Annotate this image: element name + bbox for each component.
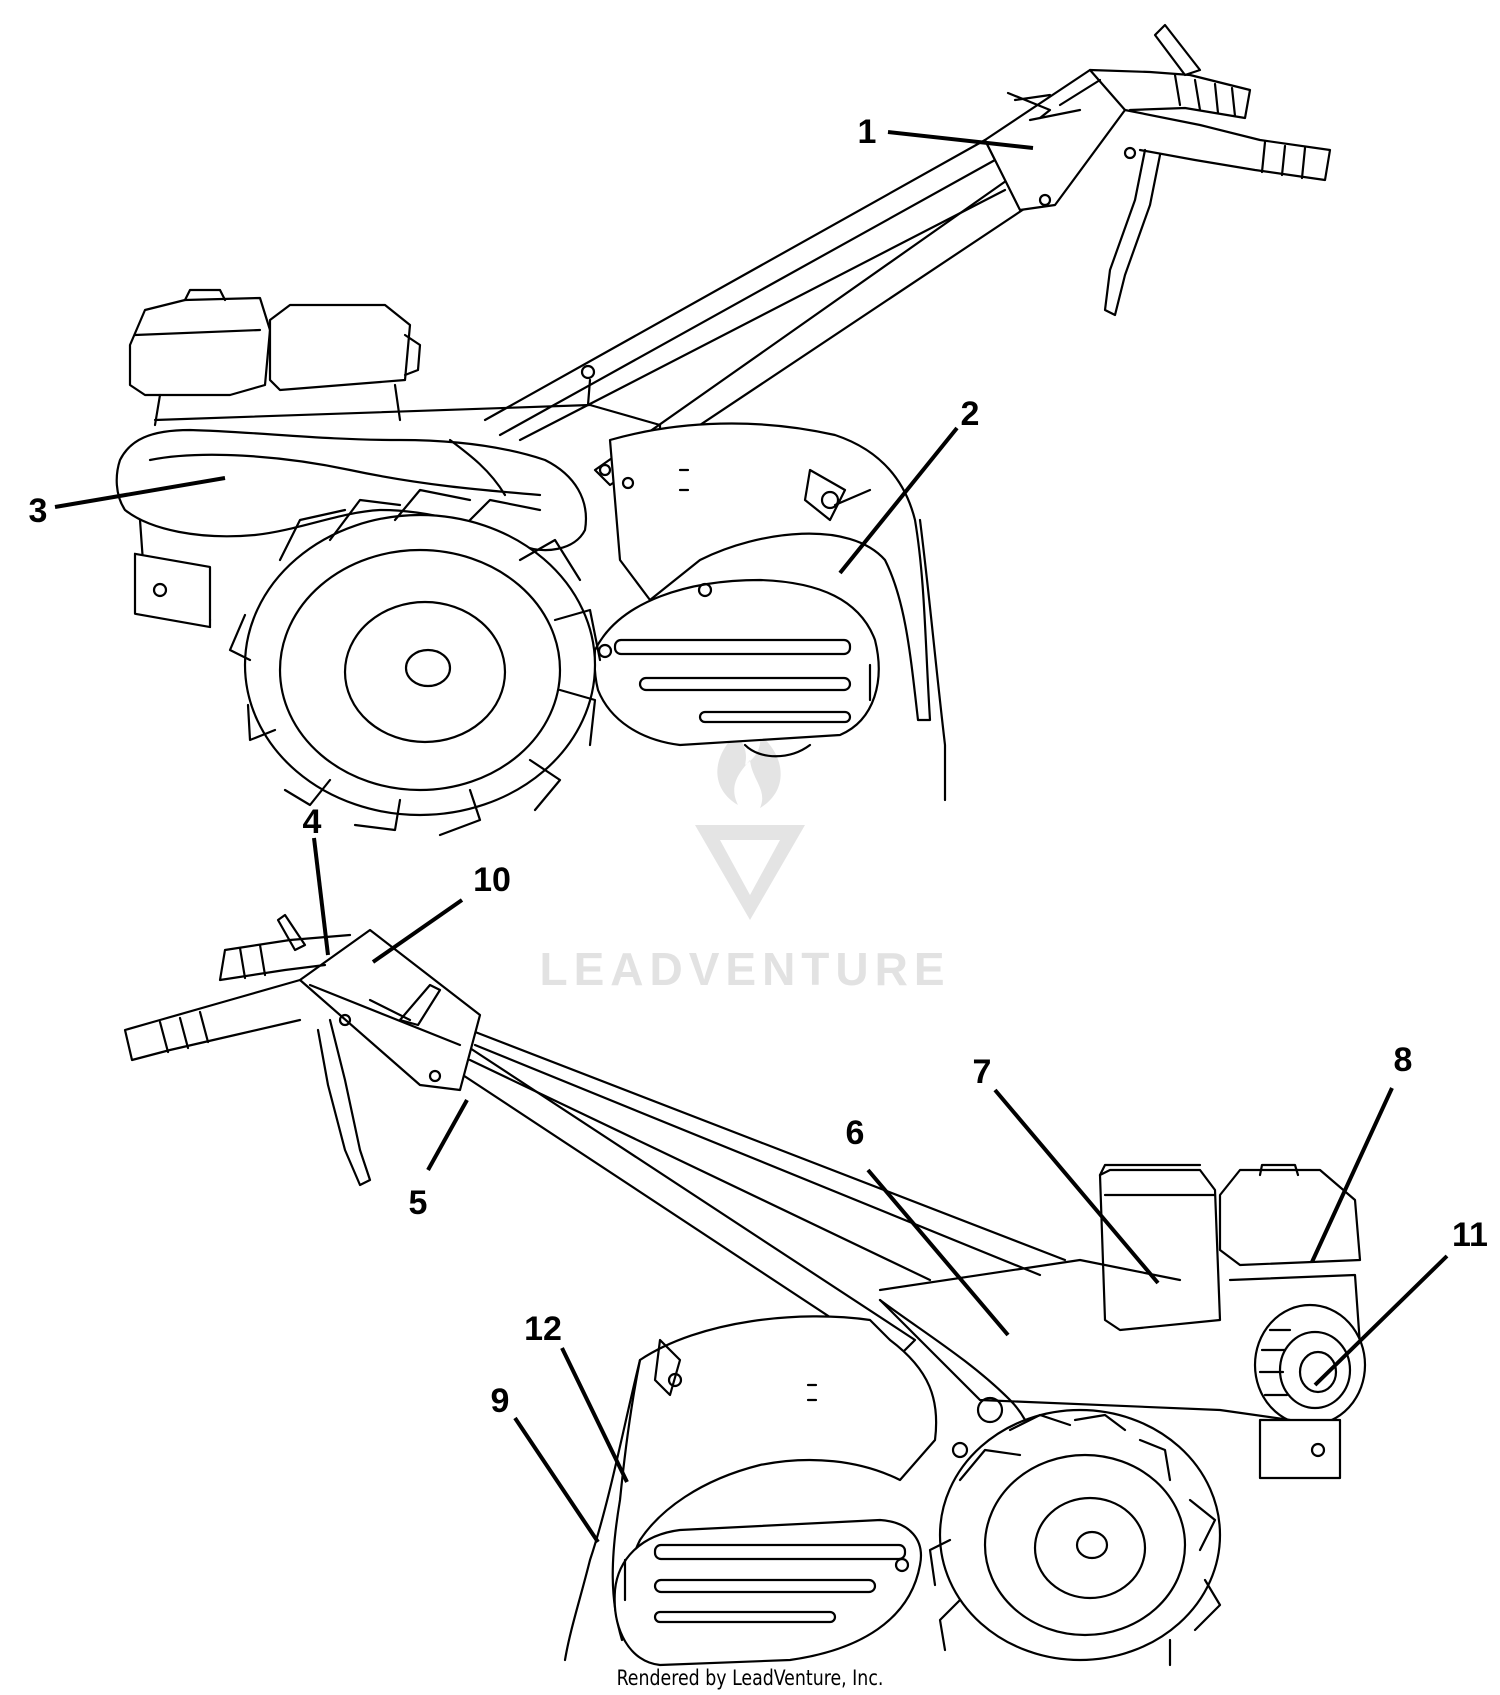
callout-4: 4 <box>303 803 322 841</box>
callout-12: 12 <box>524 1310 562 1348</box>
callout-2: 2 <box>961 395 980 433</box>
bottom-tiller-illustration <box>123 913 1367 1667</box>
callout-6: 6 <box>846 1114 865 1152</box>
callout-11: 11 <box>1452 1216 1488 1254</box>
footer-credit: Rendered by LeadVenture, Inc. <box>616 1666 884 1690</box>
top-tiller-illustration <box>115 23 1332 837</box>
callout-5: 5 <box>409 1184 428 1222</box>
callout-10: 10 <box>473 861 511 899</box>
callout-9: 9 <box>491 1382 510 1420</box>
callout-3: 3 <box>29 492 48 530</box>
watermark-logo: LEADVENTURE <box>539 735 950 995</box>
watermark-text: LEADVENTURE <box>539 943 950 995</box>
callout-1: 1 <box>858 113 877 151</box>
callout-8: 8 <box>1394 1041 1413 1079</box>
callout-7: 7 <box>973 1053 992 1091</box>
